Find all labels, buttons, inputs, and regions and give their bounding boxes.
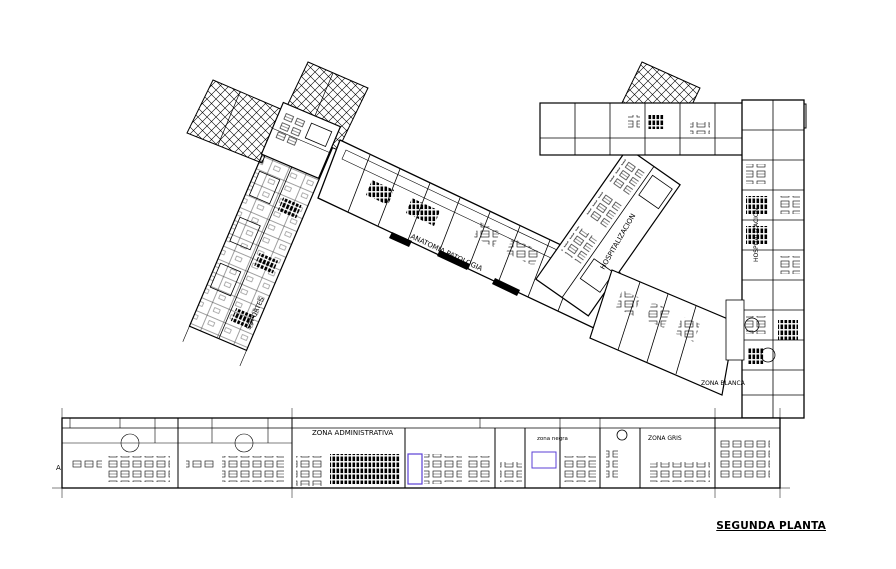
lower-diagonal-wing xyxy=(589,269,736,396)
a-grid-mark: A xyxy=(56,464,61,472)
zona-blanca-label: ZONA BLANCA xyxy=(701,380,746,387)
axis-lines xyxy=(52,408,790,498)
zona-negra-label: zona negra xyxy=(537,436,568,442)
left-wing-soportes xyxy=(182,122,334,367)
stair-block-left xyxy=(260,101,342,180)
zona-administrativa-label: ZONA ADMINISTRATIVA xyxy=(312,429,393,437)
right-vertical-wing xyxy=(725,99,805,419)
center-hospitalizacion-wing xyxy=(535,147,681,317)
hospitalizacion-right-label: HOSPITALIZACION xyxy=(753,208,760,262)
plan-title: SEGUNDA PLANTA xyxy=(716,520,826,532)
zona-gris-label: ZONA GRIS xyxy=(648,435,682,442)
bottom-horizontal-block xyxy=(61,417,781,489)
